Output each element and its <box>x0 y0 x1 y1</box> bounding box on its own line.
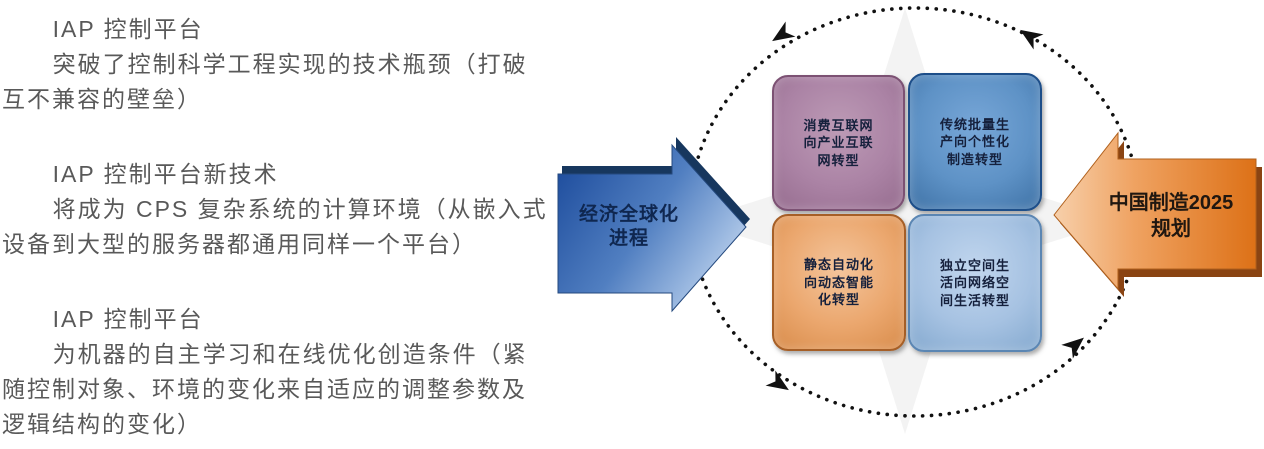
note-block-1: IAP 控制平台 突破了控制科学工程实现的技术瓶颈（打破 互不兼容的壁垒） <box>2 12 554 117</box>
note-body: 将成为 CPS 复杂系统的计算环境（从嵌入式 设备到大型的服务器都通用同样一个平… <box>2 196 548 257</box>
china-manufacturing-2025-arrow <box>1053 131 1262 297</box>
box-label: 独立空间生 活向网络空 间生活转型 <box>939 257 1010 308</box>
box-label: 静态自动化 向动态智能 化转型 <box>803 257 874 308</box>
note-block-3: IAP 控制平台 为机器的自主学习和在线优化创造条件（紧 随控制对象、环境的变化… <box>2 302 554 442</box>
left-arrow-body <box>557 143 747 313</box>
note-title: IAP 控制平台 <box>52 16 204 42</box>
right-arrow-body <box>1053 131 1257 291</box>
box-label: 消费互联网 向产业互联 网转型 <box>803 117 874 168</box>
note-block-2: IAP 控制平台新技术 将成为 CPS 复杂系统的计算环境（从嵌入式 设备到大型… <box>2 157 554 262</box>
note-title: IAP 控制平台新技术 <box>52 161 279 187</box>
note-title: IAP 控制平台 <box>52 306 204 332</box>
box-independent-to-cyberspace-life: 独立空间生 活向网络空 间生活转型 <box>908 214 1042 352</box>
right-arrow-label: 中国制造2025 规划 <box>1108 192 1234 240</box>
note-body: 为机器的自主学习和在线优化创造条件（紧 随控制对象、环境的变化来自适应的调整参数… <box>2 341 528 437</box>
cycle-arrowhead-bottom-left-icon <box>765 370 789 391</box>
cycle-arrowhead-top-right-icon <box>1020 29 1044 50</box>
economic-globalization-arrow <box>557 137 750 313</box>
cycle-arrowhead-bottom-right-icon <box>1061 337 1084 359</box>
cycle-arrowhead-top-left-icon <box>772 21 796 42</box>
background-star <box>692 8 1118 434</box>
box-label: 传统批量生 产向个性化 制造转型 <box>939 116 1010 167</box>
notes-column: IAP 控制平台 突破了控制科学工程实现的技术瓶颈（打破 互不兼容的壁垒） IA… <box>2 12 554 442</box>
box-mass-to-personalized-manufacturing: 传统批量生 产向个性化 制造转型 <box>908 73 1042 211</box>
box-static-automation-to-dynamic-intelligence: 静态自动化 向动态智能 化转型 <box>772 214 906 351</box>
note-body: 突破了控制科学工程实现的技术瓶颈（打破 互不兼容的壁垒） <box>2 51 528 112</box>
left-arrow-label: 经济全球化 进程 <box>578 204 679 249</box>
box-consumer-to-industrial-internet: 消费互联网 向产业互联 网转型 <box>772 75 905 211</box>
